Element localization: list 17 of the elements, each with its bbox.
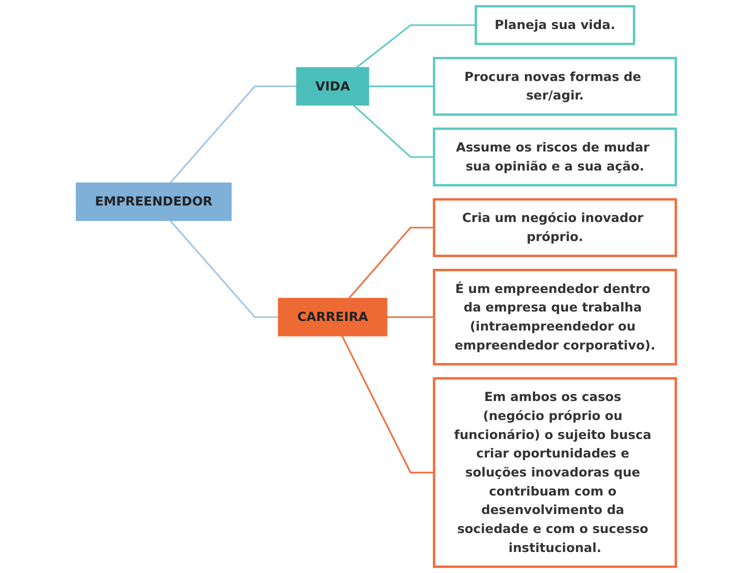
- connector: [368, 86, 434, 88]
- connector: [170, 220, 278, 318]
- node-box: VIDA: [296, 67, 370, 106]
- connector: [170, 86, 297, 184]
- node-box: Procura novas formas de ser/agir.: [432, 56, 677, 116]
- connector: [356, 24, 476, 68]
- connector: [352, 104, 434, 158]
- node-box: Assume os riscos de mudar sua opinião e a sua ação.: [432, 128, 677, 186]
- connector: [341, 336, 434, 474]
- connector: [348, 226, 434, 299]
- node-box: Em ambos os casos (negócio próprio ou funcionário) o sujeito busca criar oportunidades e soluções inovadoras que contribuam com o desenvolvimento da sociedade e com o sucesso institucional.: [432, 377, 677, 568]
- connector: [386, 316, 434, 318]
- node-box: CARREIRA: [278, 298, 388, 336]
- node-box: É um empreendedor dentro da empresa que trabalha (intraempreendedor ou empreendedor corporativo).: [432, 268, 677, 366]
- node-box: EMPREENDEDOR: [76, 182, 232, 221]
- node-box: Cria um negócio inovador próprio.: [432, 198, 677, 258]
- node-box: Planeja sua vida.: [474, 5, 636, 46]
